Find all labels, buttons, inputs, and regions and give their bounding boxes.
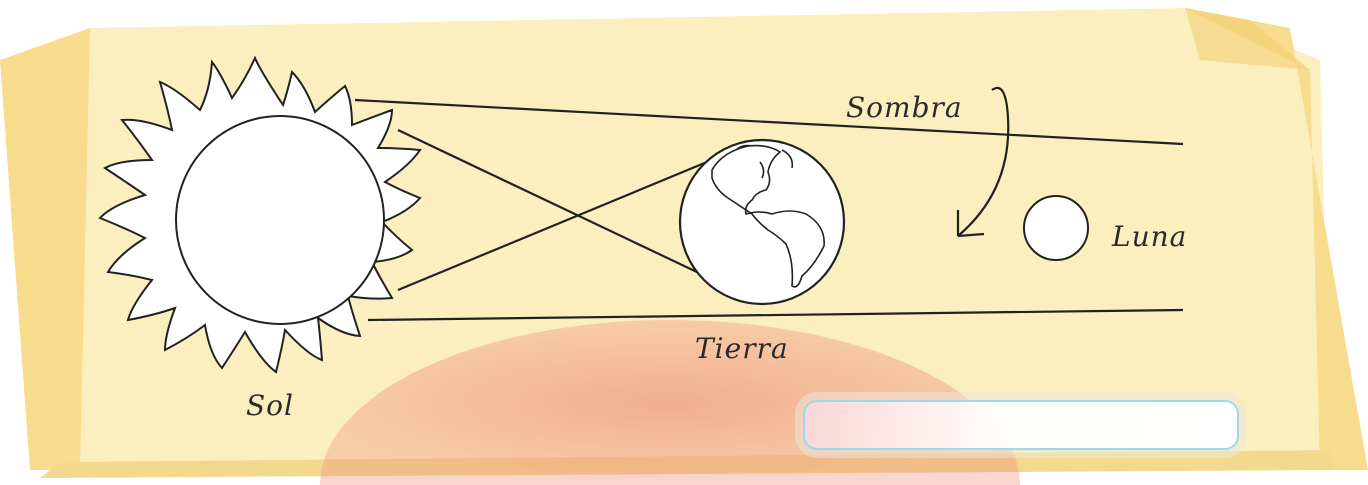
answer-input[interactable] <box>803 400 1239 450</box>
label-earth: Tierra <box>695 332 789 365</box>
label-shadow: Sombra <box>846 91 963 124</box>
earth <box>680 140 844 304</box>
label-moon: Luna <box>1111 220 1187 253</box>
moon <box>1024 196 1088 260</box>
label-sun: Sol <box>246 389 294 422</box>
sun-disc <box>176 116 384 324</box>
left-fold <box>0 28 90 470</box>
